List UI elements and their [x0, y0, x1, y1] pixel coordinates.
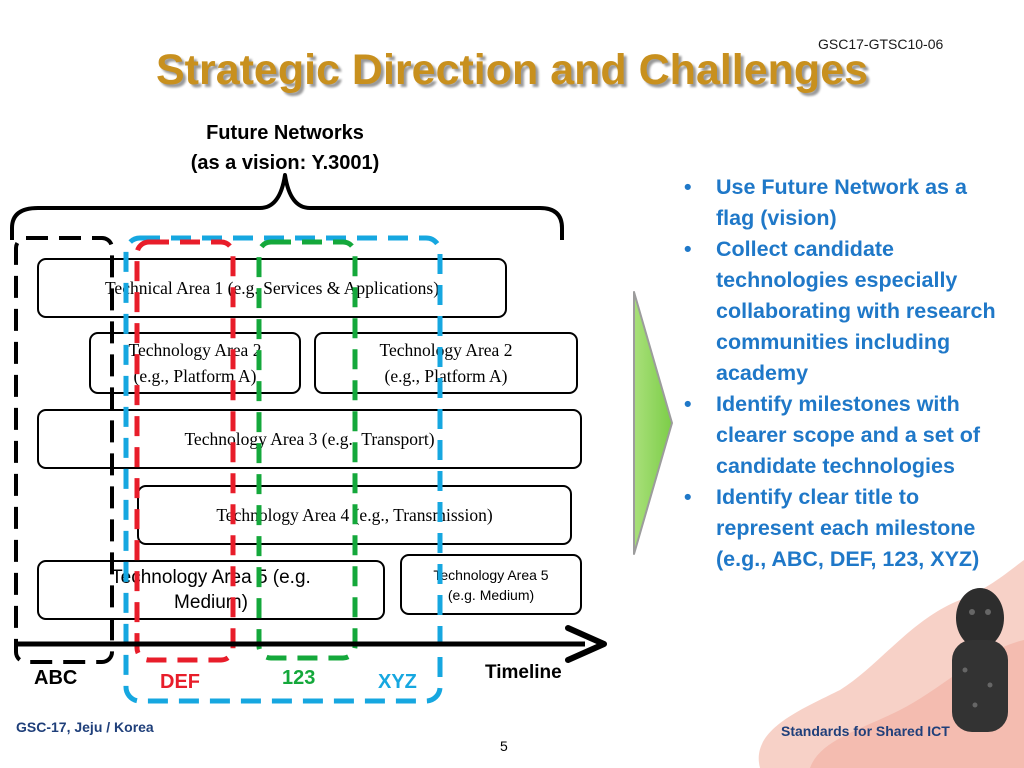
future-networks-caption: Future Networks (as a vision: Y.3001): [150, 118, 420, 178]
document-id: GSC17-GTSC10-06: [818, 36, 944, 52]
technology-area-2a-line1: Technology Area 2: [128, 340, 262, 360]
technology-area-3-label: Technology Area 3 (e.g., Transport): [184, 429, 435, 449]
bullet-dot-icon: •: [684, 237, 692, 261]
green-arrow-icon: [633, 291, 673, 555]
vision-curly-brace: [10, 173, 564, 240]
milestone-label-xyz: XYZ: [378, 671, 417, 693]
bullet-item: • Identify clear title to represent each …: [672, 482, 1002, 575]
milestone-label-abc: ABC: [34, 667, 78, 689]
slide-title: Strategic Direction and Challenges: [155, 46, 869, 94]
technology-area-5-box-b: Technology Area 5 (e.g. Medium): [400, 554, 582, 615]
timeline-arrow: [16, 625, 607, 663]
technology-area-5b-line1: Technology Area 5: [433, 566, 549, 583]
bullet-text: Use Future Network as a flag (vision): [716, 175, 967, 230]
technology-area-5a-line2: Medium): [174, 592, 248, 613]
technology-area-5-box-a: Technology Area 5 (e.g. Medium): [37, 560, 385, 620]
bullet-item: • Collect candidate technologies especial…: [672, 234, 1002, 389]
bullet-dot-icon: •: [684, 175, 692, 199]
bullet-dot-icon: •: [684, 485, 692, 509]
vision-caption-line2: (as a vision: Y.3001): [190, 152, 380, 174]
technology-area-2a-line2: (e.g., Platform A): [133, 366, 257, 386]
milestone-label-def: DEF: [160, 671, 200, 693]
technology-area-5a-line1: Technology Area 5 (e.g.: [111, 567, 311, 588]
stone-statue-icon: [952, 588, 1008, 732]
technology-area-2b-line2: (e.g., Platform A): [384, 366, 508, 386]
milestone-label-123: 123: [282, 667, 316, 689]
technology-area-2-box-a: Technology Area 2 (e.g., Platform A): [89, 332, 301, 394]
vision-caption-line1: Future Networks: [206, 122, 364, 144]
footer-event-location: GSC-17, Jeju / Korea: [16, 719, 154, 735]
bullet-list: • Use Future Network as a flag (vision) •…: [672, 172, 1002, 575]
technology-area-4-box: Technology Area 4 (e.g., Transmission): [137, 485, 572, 545]
bullet-item: • Identify milestones with clearer scope …: [672, 389, 1002, 482]
technology-area-5b-line2: (e.g. Medium): [447, 586, 535, 603]
technical-area-1-label: Technical Area 1 (e.g. Services & Applic…: [104, 278, 440, 298]
bullet-item: • Use Future Network as a flag (vision): [672, 172, 1002, 234]
technology-area-2b-line1: Technology Area 2: [379, 340, 513, 360]
bullet-dot-icon: •: [684, 392, 692, 416]
page-number: 5: [500, 738, 508, 754]
timeline-label: Timeline: [485, 662, 562, 683]
technology-area-3-box: Technology Area 3 (e.g., Transport): [37, 409, 582, 469]
decorative-background-art: [758, 560, 1024, 768]
bullet-text: Identify milestones with clearer scope a…: [716, 392, 981, 478]
technology-area-4-label: Technology Area 4 (e.g., Transmission): [216, 505, 493, 525]
bullet-text: Identify clear title to represent each m…: [716, 485, 980, 571]
bullet-text: Collect candidate technologies especiall…: [716, 237, 996, 385]
footer-tagline: Standards for Shared ICT: [781, 723, 950, 739]
technical-area-1-box: Technical Area 1 (e.g. Services & Applic…: [37, 258, 507, 318]
technology-area-2-box-b: Technology Area 2 (e.g., Platform A): [314, 332, 578, 394]
